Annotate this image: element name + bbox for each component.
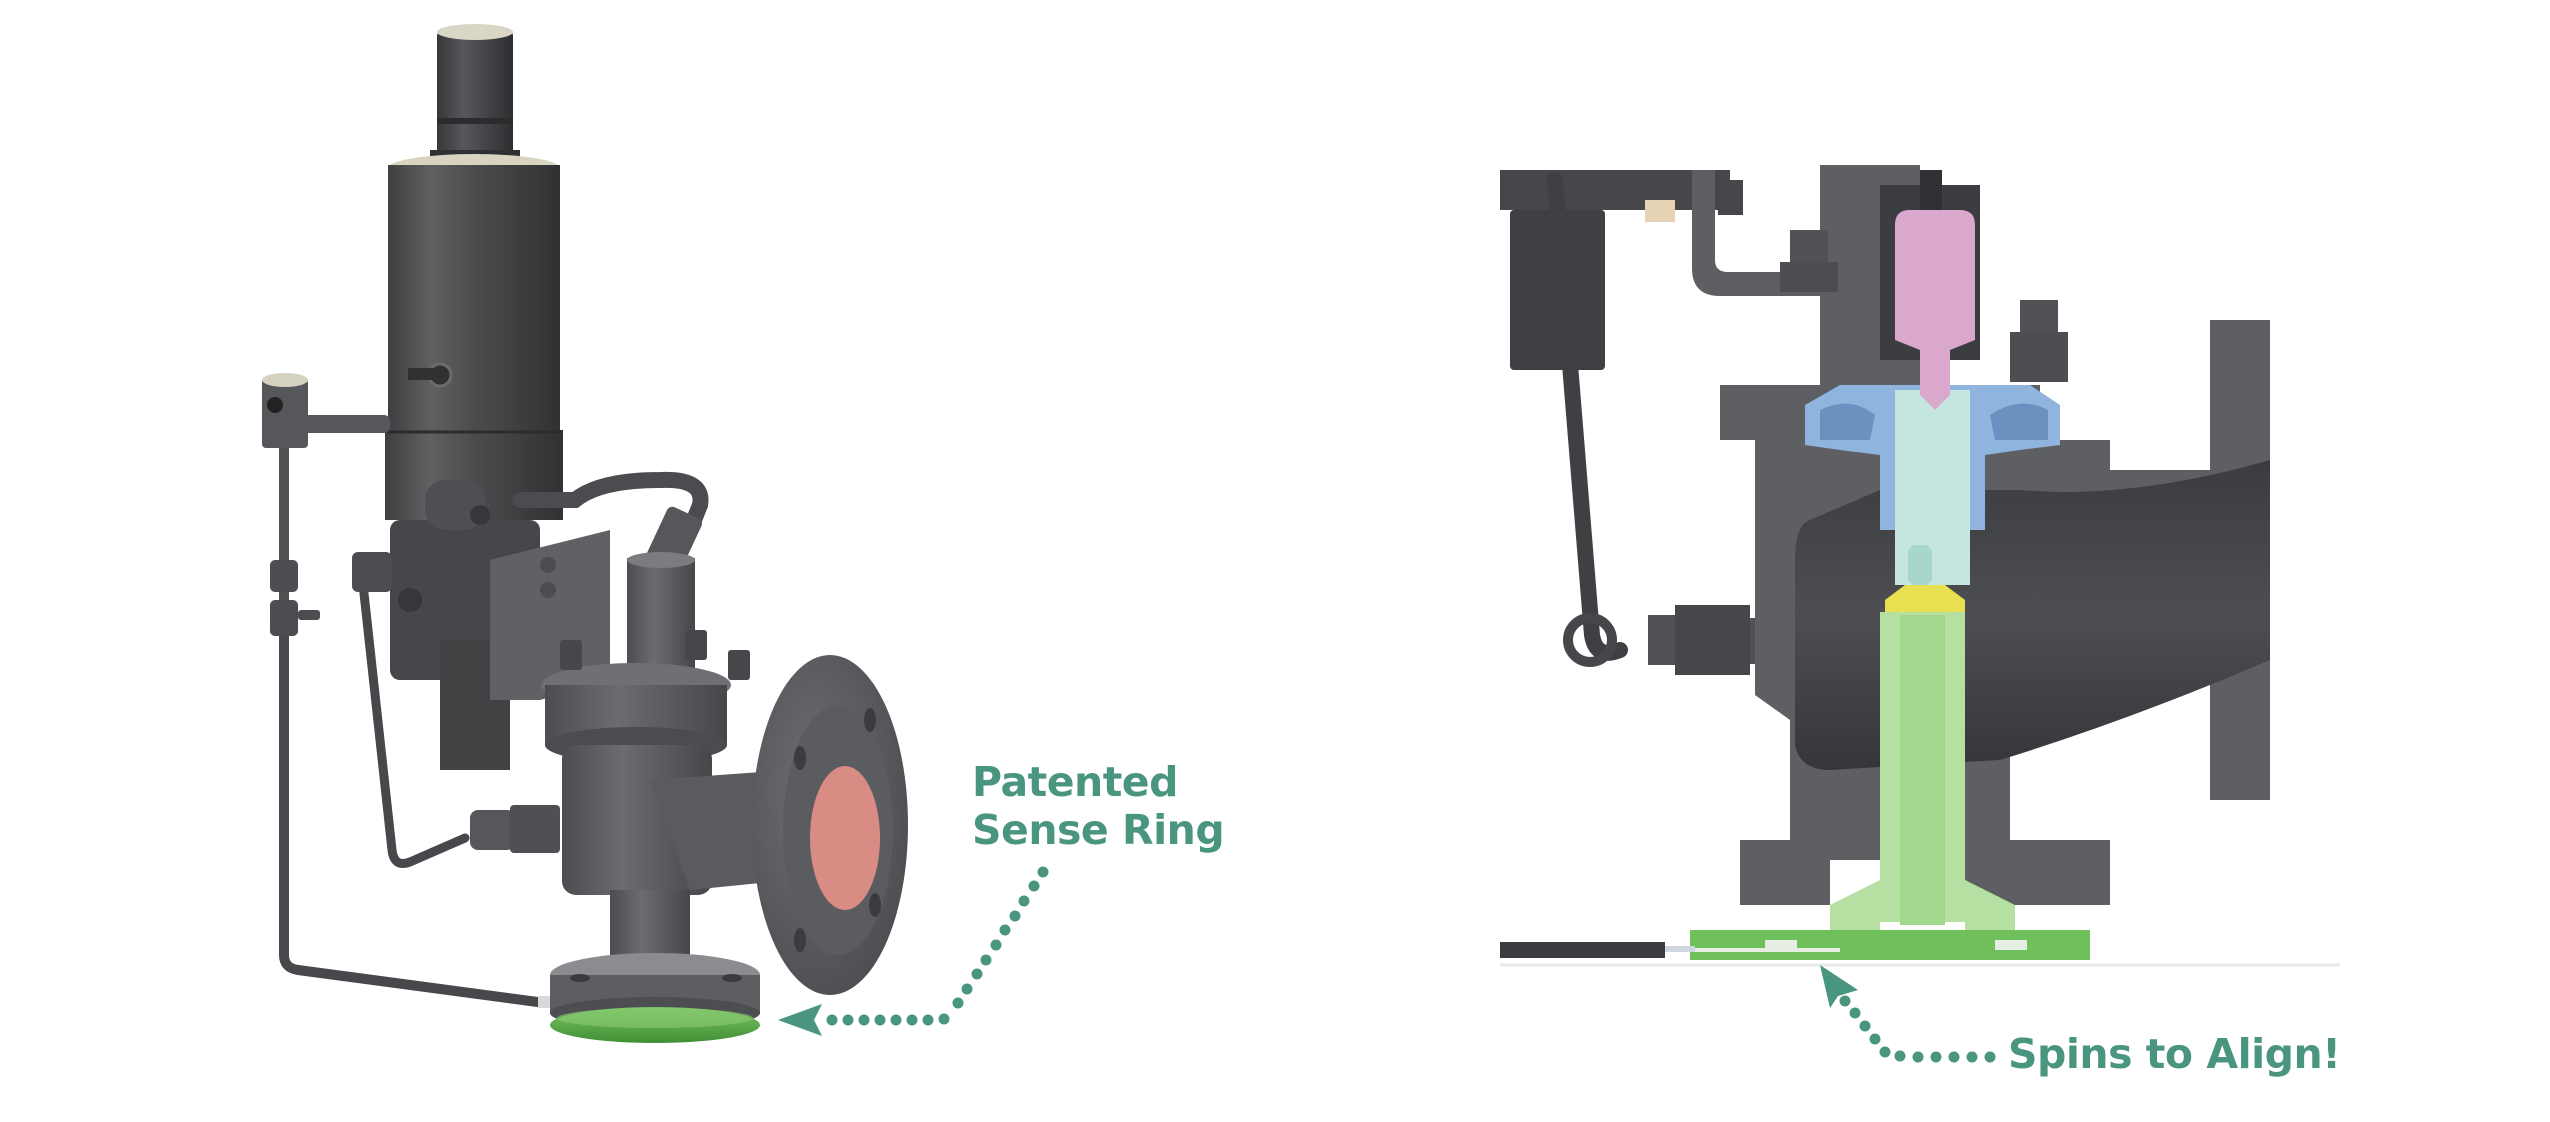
spins-to-align-callout: Spins to Align! [2008, 1030, 2341, 1078]
sense-ring-arrow-icon [778, 866, 1049, 1036]
spins-to-align-arrow-icon [1820, 965, 1996, 1063]
tube-fitting-cutaway [1675, 605, 1750, 675]
tube-fitting [262, 378, 308, 448]
exterior-valve-illustration [262, 24, 1049, 1043]
piston [1895, 210, 1975, 410]
sense-ring-section [1690, 930, 2090, 960]
exterior-valve-panel: Patented Sense Ring [262, 24, 1225, 1043]
seat [1885, 585, 1965, 615]
sense-ring-callout-line-1: Patented [972, 758, 1178, 806]
pilot-assembly [1500, 170, 1730, 210]
cutaway-valve-panel: Spins to Align! [1275, 0, 2550, 1122]
outlet-bore-section [1795, 460, 2270, 770]
sense-ring-callout-line-2: Sense Ring [972, 806, 1225, 855]
cap [437, 30, 513, 180]
outlet-bore [810, 766, 880, 910]
sense-ring-callout: Patented Sense Ring [972, 758, 1225, 855]
cutaway-valve-illustration [1500, 165, 2340, 1063]
dome [388, 165, 560, 475]
seat-holder [1895, 390, 1970, 585]
